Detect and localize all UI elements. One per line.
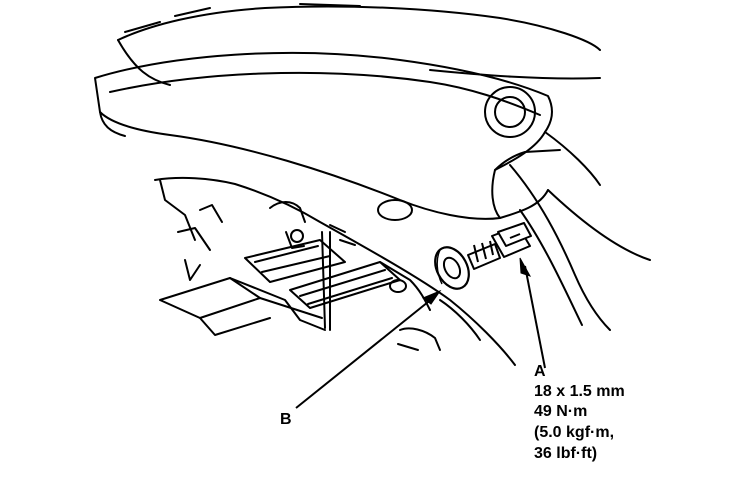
leader-lines	[295, 257, 546, 409]
callout-b-letter: B	[280, 411, 292, 428]
drain-bolt	[467, 222, 532, 270]
engine-block-linework	[94, 3, 651, 366]
callout-a-torque-nm: 49 N·m	[534, 403, 587, 420]
callout-a-letter: A	[534, 363, 546, 380]
callout-a-torque-kgfm: (5.0 kgf·m,	[534, 424, 614, 441]
sealing-washer	[434, 246, 470, 290]
callout-a-torque-lbfft: 36 lbf·ft)	[534, 445, 597, 462]
callout-a-thread-size: 18 x 1.5 mm	[534, 383, 625, 400]
